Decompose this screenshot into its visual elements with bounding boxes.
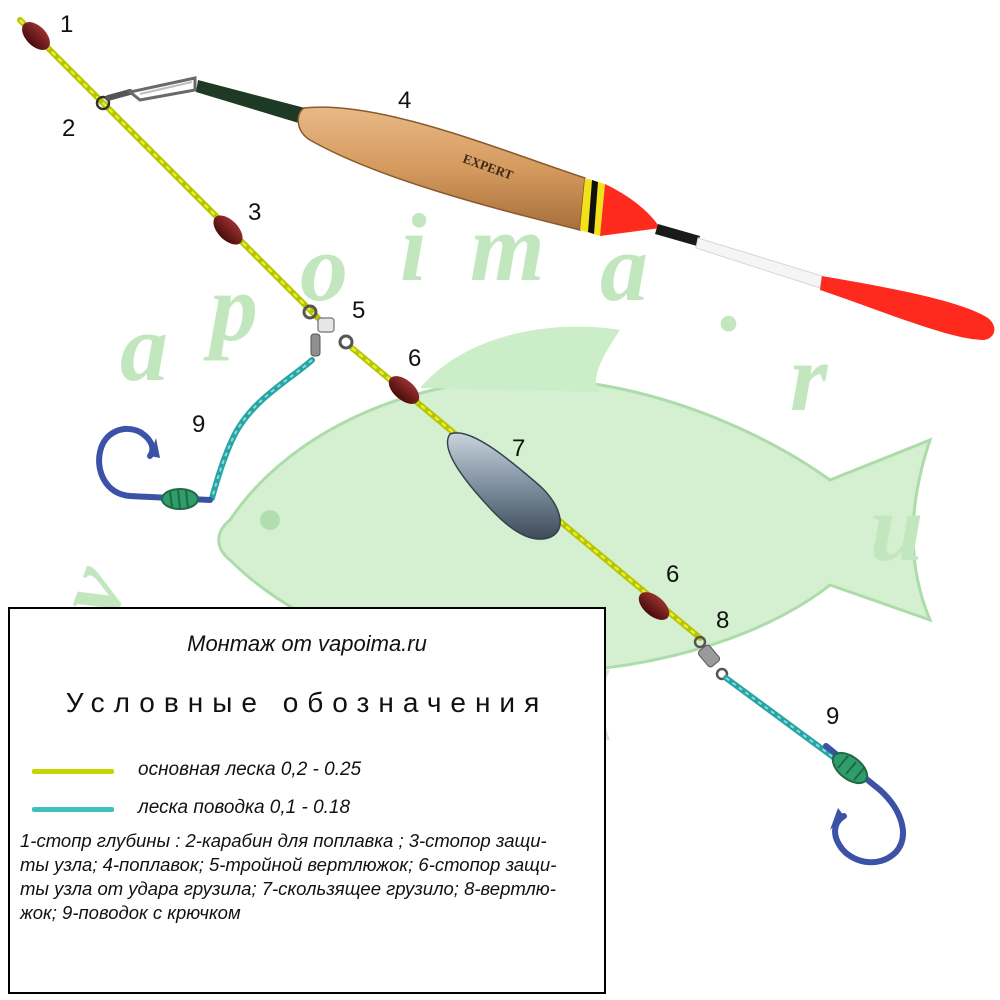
triple-swivel bbox=[302, 304, 354, 357]
stopper-sinker-guard-lower bbox=[638, 592, 670, 620]
label-5: 5 bbox=[352, 297, 365, 324]
wm-letter-r: r bbox=[790, 324, 829, 431]
label-1: 1 bbox=[60, 11, 73, 38]
legend-heading: Условные обозначения bbox=[65, 687, 549, 718]
legend-description-line: жок; 9-поводок с крючком bbox=[20, 902, 241, 923]
label-7: 7 bbox=[512, 435, 525, 462]
label-9-lower: 9 bbox=[826, 703, 839, 730]
label-6-lower: 6 bbox=[666, 561, 679, 588]
lower-leader bbox=[723, 675, 906, 866]
legend-description-line: 1-стопр глубины : 2-карабин для поплавка… bbox=[20, 830, 547, 851]
wm-letter-a: a bbox=[120, 294, 168, 401]
stopper-sinker-guard-upper bbox=[388, 376, 420, 404]
hook-lower bbox=[823, 743, 906, 866]
legend-item-leader-line: леска поводка 0,1 - 0.18 bbox=[32, 795, 592, 825]
label-3: 3 bbox=[248, 199, 261, 226]
swivel bbox=[693, 635, 729, 681]
hook-upper bbox=[96, 425, 213, 503]
sliding-sinker bbox=[446, 432, 561, 540]
float-antenna-tip bbox=[820, 276, 995, 340]
fish-fin-top bbox=[420, 326, 620, 392]
wm-letter-u: u bbox=[870, 474, 923, 581]
label-6-upper: 6 bbox=[408, 345, 421, 372]
wm-letter-o: o bbox=[300, 214, 348, 321]
main-line-swatch bbox=[32, 769, 114, 774]
legend-item-main-line: основная леска 0,2 - 0.25 bbox=[32, 757, 592, 787]
label-8: 8 bbox=[716, 607, 729, 634]
wm-letter-i: i bbox=[400, 194, 427, 301]
legend-description-line: ты узла от удара грузила; 7-скользящее г… bbox=[20, 878, 556, 899]
fish-eye bbox=[260, 510, 280, 530]
stopper-knot-guard bbox=[213, 215, 243, 245]
float-antenna-dark bbox=[655, 224, 700, 246]
label-2: 2 bbox=[62, 115, 75, 142]
upper-leader bbox=[96, 357, 315, 510]
leader-line-swatch bbox=[32, 807, 114, 812]
float-snap bbox=[95, 76, 197, 111]
float-tip-base bbox=[600, 184, 660, 236]
stopper-depth bbox=[22, 22, 50, 50]
knot-upper bbox=[161, 488, 199, 510]
label-9-upper: 9 bbox=[192, 411, 205, 438]
legend-item-label: леска поводка 0,1 - 0.18 bbox=[138, 797, 351, 818]
float-stem bbox=[196, 80, 305, 124]
float-body bbox=[297, 106, 586, 231]
legend-item-label: основная леска 0,2 - 0.25 bbox=[138, 759, 362, 780]
float: EXPERT bbox=[196, 80, 995, 340]
float-antenna bbox=[695, 237, 823, 289]
legend-description-line: ты узла; 4-поплавок; 5-тройной вертлюжок… bbox=[20, 854, 557, 875]
wm-letter-p: p bbox=[203, 254, 258, 361]
knot-lower bbox=[831, 751, 869, 785]
legend-title: Монтаж от vapoima.ru bbox=[187, 631, 427, 656]
legend-panel: Монтаж от vapoima.ru Условные обозначени… bbox=[8, 607, 606, 994]
legend-description: 1-стопр глубины : 2-карабин для поплавка… bbox=[20, 829, 600, 925]
label-4: 4 bbox=[398, 87, 411, 114]
